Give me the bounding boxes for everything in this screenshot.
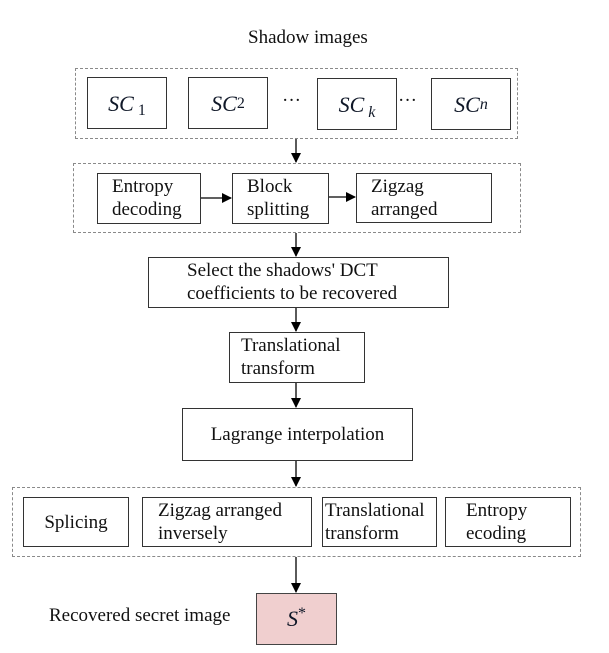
splicing-box: Splicing xyxy=(23,497,129,547)
block-splitting-box: Block splitting xyxy=(232,173,329,224)
shadow-base: SC xyxy=(338,91,365,117)
translational-transform-box-2: Translational transform xyxy=(322,497,437,547)
lagrange-interpolation-box: Lagrange interpolation xyxy=(182,408,413,461)
shadow-sub: 1 xyxy=(137,101,146,119)
box-line: Zigzag arranged xyxy=(158,500,282,521)
box-line: decoding xyxy=(112,199,182,220)
recovered-secret-image-label: Recovered secret image xyxy=(49,605,231,626)
shadow-base: SC xyxy=(108,90,134,116)
zigzag-inverse-box: Zigzag arranged inversely xyxy=(142,497,312,547)
box-line: Translational xyxy=(241,335,341,356)
box-line: Zigzag xyxy=(371,176,424,197)
box-line: splitting xyxy=(247,199,310,220)
shadow-images-label: Shadow images xyxy=(248,27,368,48)
box-line: transform xyxy=(325,523,399,544)
box-line: transform xyxy=(241,358,315,379)
box-line: coefficients to be recovered xyxy=(187,283,398,304)
box-line: inversely xyxy=(158,523,228,544)
box-line: Select the shadows' DCT xyxy=(187,260,378,281)
shadow-sub: 2 xyxy=(236,94,245,112)
shadow-base: SC xyxy=(211,90,237,116)
decoding-group xyxy=(73,163,521,233)
entropy-decoding-box: Entropy decoding xyxy=(97,173,201,224)
shadow-images-group xyxy=(75,68,518,139)
shadow-sub: k xyxy=(368,103,376,121)
shadow-base: SC xyxy=(454,91,480,117)
entropy-encoding-box: Entropy ecoding xyxy=(445,497,571,547)
box-line: ecoding xyxy=(466,523,527,544)
output-sup: * xyxy=(298,605,306,622)
select-coefficients-box: Select the shadows' DCT coefficients to … xyxy=(148,257,449,308)
box-line: Translational xyxy=(325,500,425,521)
shadow-sub: n xyxy=(479,95,488,113)
box-line: Entropy xyxy=(112,176,174,197)
translational-transform-box: Translational transform xyxy=(229,332,365,383)
box-line: Block xyxy=(247,176,293,197)
box-line: Entropy xyxy=(466,500,528,521)
ellipsis-2: ··· xyxy=(398,90,417,111)
reconstruction-group xyxy=(12,487,581,557)
ellipsis-1: ··· xyxy=(282,90,301,111)
zigzag-arranged-box: Zigzag arranged xyxy=(356,173,492,223)
box-line: arranged xyxy=(371,199,438,220)
output-base: S xyxy=(287,606,298,631)
recovered-secret-image-box: S* xyxy=(256,593,337,645)
